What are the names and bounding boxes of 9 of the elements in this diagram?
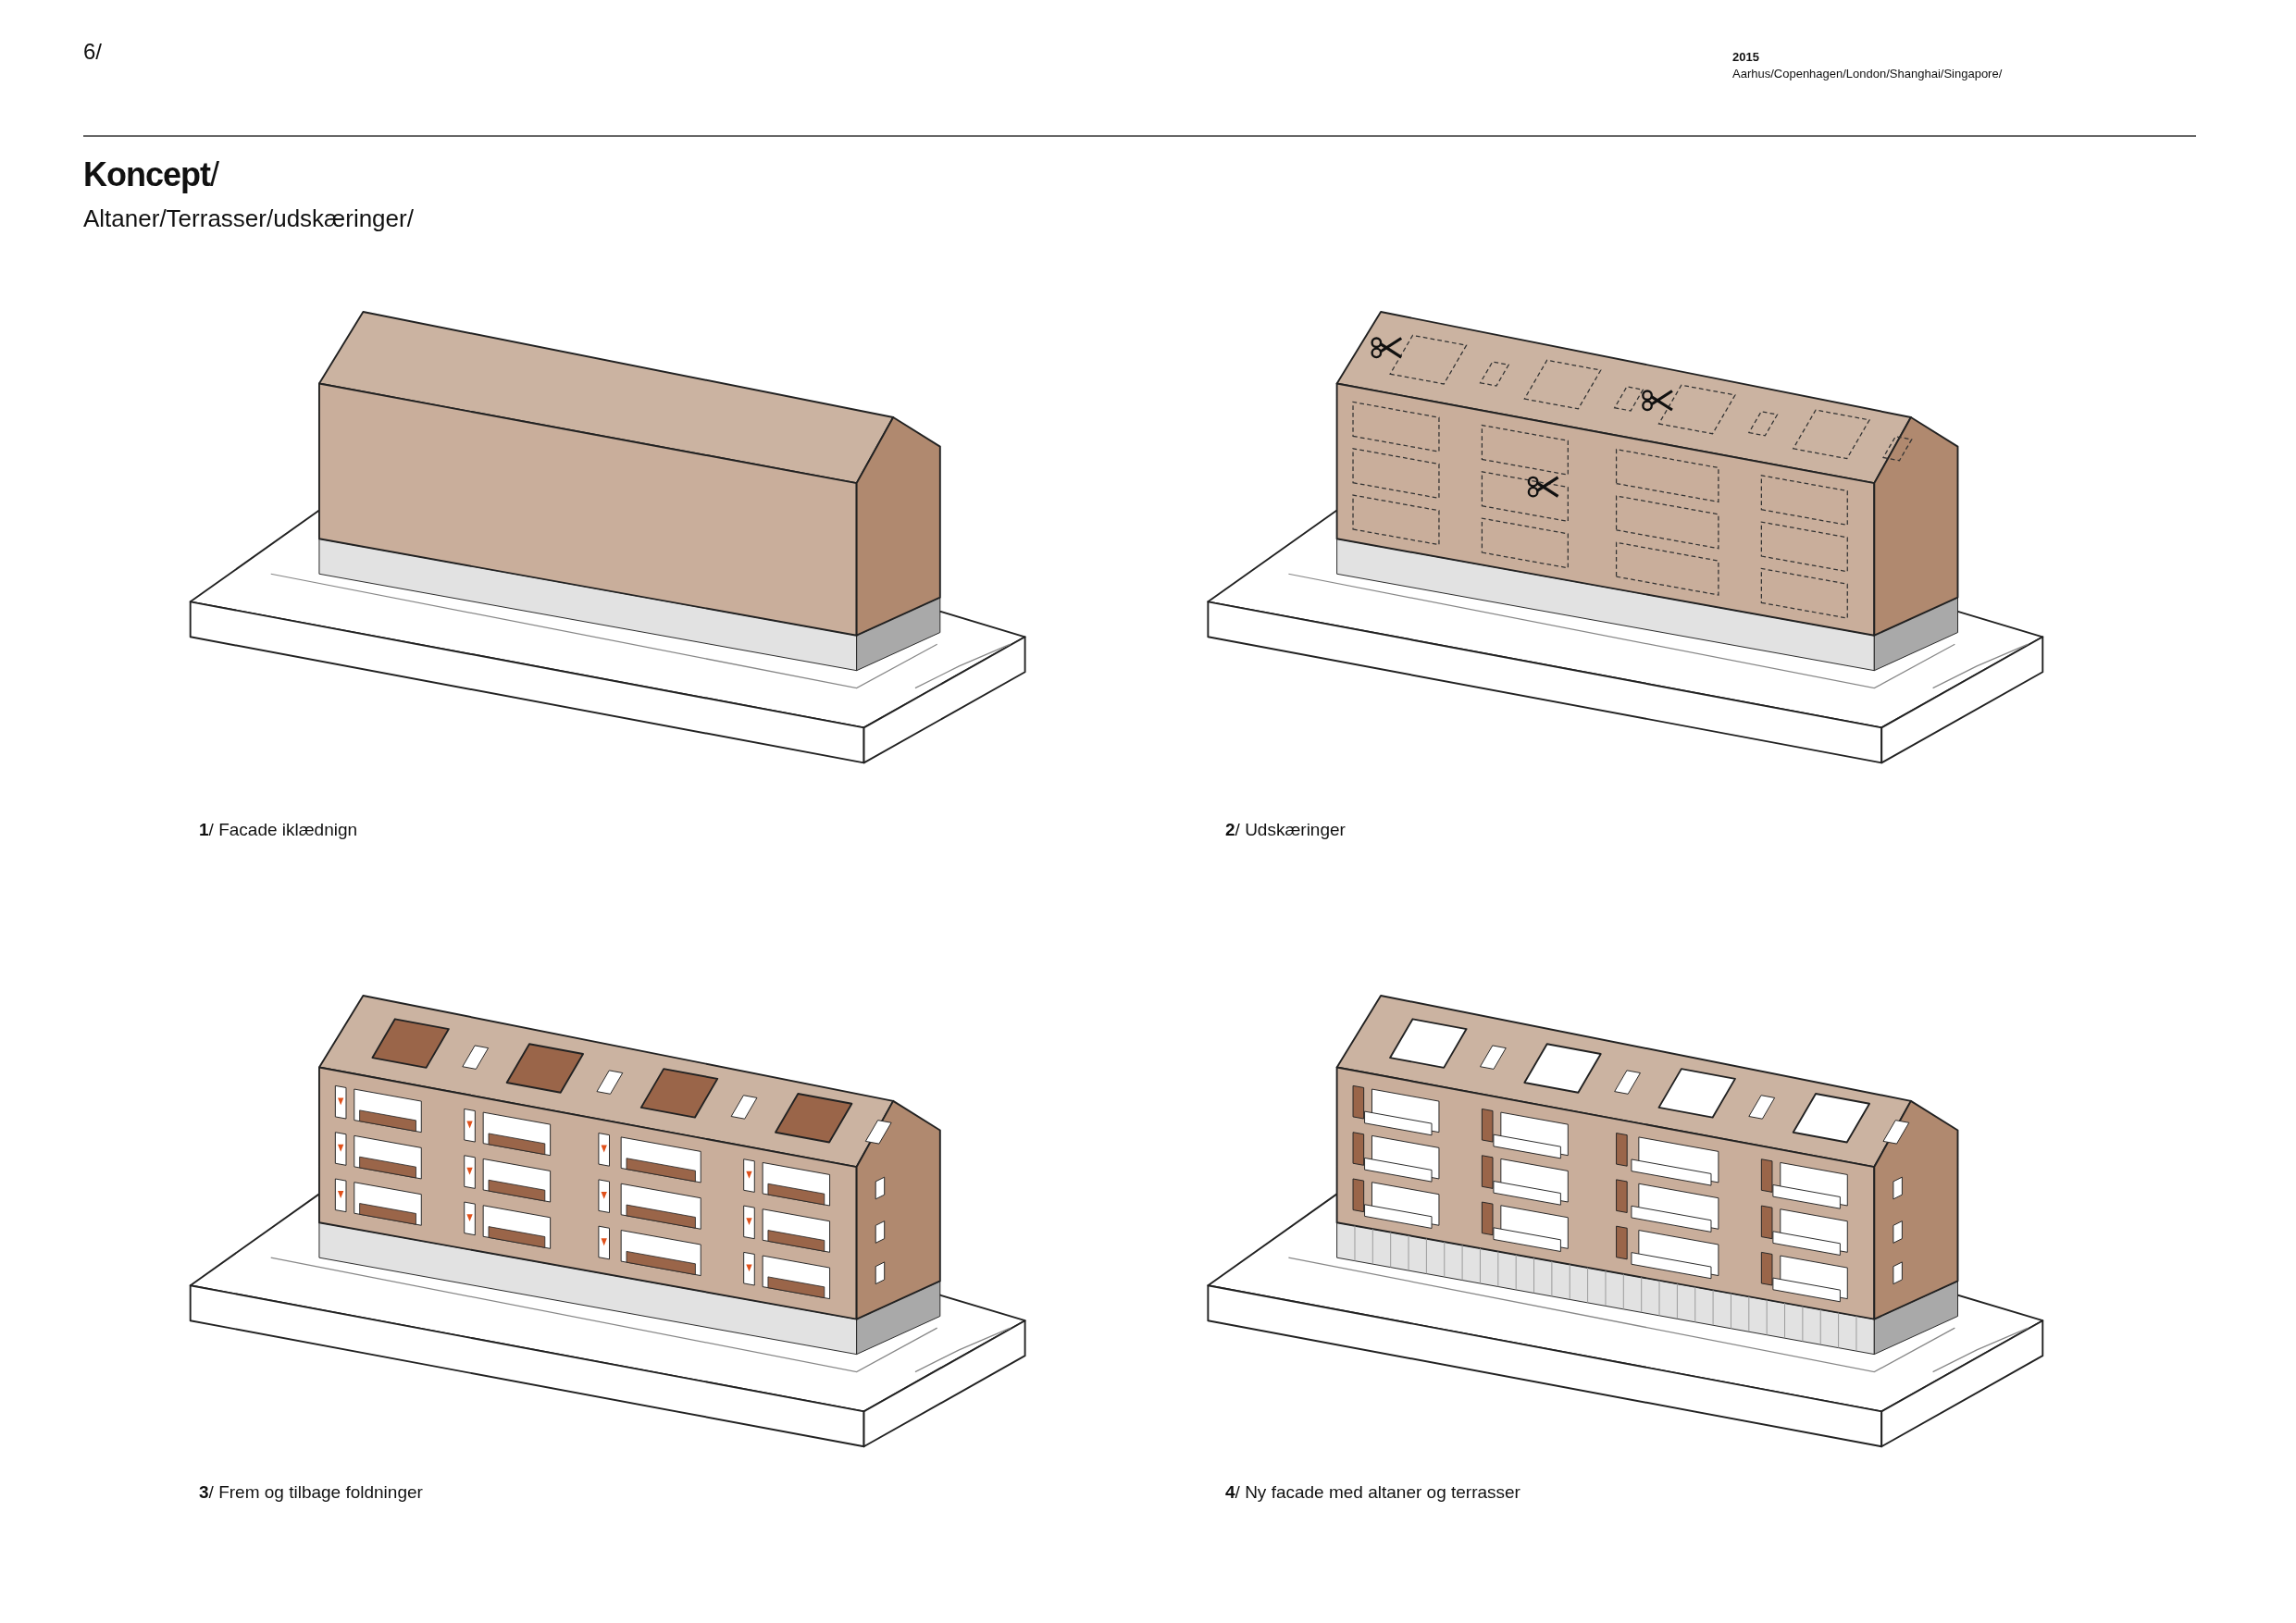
caption: 4/ Ny facade med altaner og terrasser bbox=[1225, 1482, 1520, 1503]
subtitle: Altaner/Terrasser/udskæringer/ bbox=[83, 205, 414, 233]
page-heading: Koncept/ bbox=[83, 155, 218, 194]
caption: 1/ Facade iklædnign bbox=[199, 820, 358, 840]
caption: 3/ Frem og tilbage foldninger bbox=[199, 1482, 423, 1503]
page-number: 6/ bbox=[83, 39, 102, 65]
header-year: 2015 bbox=[1732, 51, 1759, 65]
caption: 2/ Udskæringer bbox=[1225, 820, 1346, 840]
header-cities: Aarhus/Copenhagen/London/Shanghai/Singapore/ bbox=[1732, 68, 2003, 81]
